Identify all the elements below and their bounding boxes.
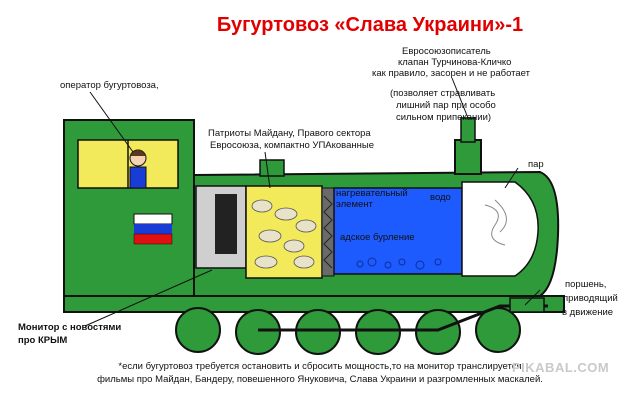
label-heating-2: элемент: [336, 199, 373, 210]
caption-line-1: *если бугуртовоз требуется остановить и …: [118, 361, 522, 372]
label-heating-1: нагревательный: [336, 188, 408, 199]
piston: [509, 297, 545, 313]
label-monitor-2: про КРЫМ: [18, 335, 68, 346]
label-release-note-1: (позволяет стравливать: [390, 88, 496, 99]
label-monitor-1: Монитор с новостями: [18, 322, 122, 333]
label-steam: пар: [528, 159, 544, 170]
label-piston-1: поршень,: [565, 279, 607, 290]
label-piston-2: приводящий: [563, 293, 618, 304]
label-patriots-2: Евросоюза, компактно УПАкованные: [210, 140, 374, 151]
russian-flag: [133, 213, 173, 245]
page-title: Бугуртовоз «Слава Украини»-1: [216, 14, 524, 36]
label-release-note-2: лишний пар при особо: [396, 100, 496, 111]
footnote-caption: *если бугуртовоз требуется остановить и …: [70, 360, 570, 386]
operator-figure: [129, 149, 147, 189]
label-operator: оператор бугуртовоза,: [60, 80, 159, 91]
label-release-note-3: сильном припекании): [396, 112, 492, 123]
label-eurounion-writer: Евросоюзописатель: [402, 46, 491, 57]
steam-chamber: [461, 181, 539, 277]
label-patriots-1: Патриоты Майдану, Правого сектора: [208, 128, 371, 139]
label-piston-3: в движение: [562, 307, 614, 318]
wheels: [175, 307, 521, 355]
label-valve-note: как правило, засорен и не работает: [372, 68, 530, 79]
label-boiling: адское бурление: [340, 232, 415, 243]
caption-line-2: фильмы про Майдан, Бандеру, повешенного …: [97, 374, 543, 385]
valve-chimney: [454, 139, 482, 175]
label-valve: клапан Турчинова-Кличко: [398, 57, 512, 68]
water-tank: [333, 187, 463, 275]
monitor: [195, 185, 247, 269]
watermark: PIKABAL.COM: [512, 360, 610, 375]
label-water: водо: [430, 192, 451, 203]
